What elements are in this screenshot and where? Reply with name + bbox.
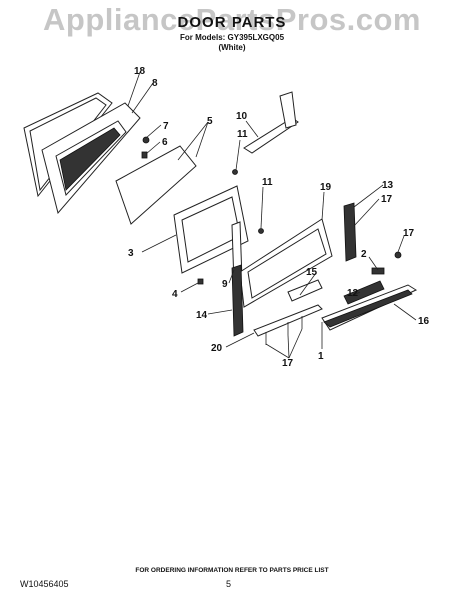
callout-3: 3 (128, 248, 134, 259)
callout-17-bottom: 17 (282, 358, 294, 369)
callout-10: 10 (236, 111, 248, 122)
part-17-screw-group (265, 251, 402, 345)
callout-11-lower: 11 (262, 177, 273, 188)
part-8-inner-door (41, 102, 141, 215)
part-16-door-handle (321, 284, 418, 331)
part-7-screw (142, 136, 150, 144)
callout-13: 13 (382, 180, 394, 191)
callout-17-right: 17 (381, 194, 393, 205)
part-11-screw-lower (258, 228, 264, 234)
page-title: DOOR PARTS (177, 14, 287, 31)
callout-14: 14 (196, 310, 208, 321)
model-line: For Models: GY395LXGQ05 (179, 33, 285, 42)
part-5-glass-outer (115, 145, 197, 225)
callout-11-upper: 11 (237, 129, 248, 140)
callout-18: 18 (134, 66, 146, 77)
callout-4: 4 (172, 289, 178, 300)
part-4-clip (197, 278, 204, 285)
callout-19: 19 (320, 182, 332, 193)
part-12-bracket (343, 280, 385, 305)
callout-7: 7 (163, 121, 169, 132)
callout-20: 20 (211, 343, 223, 354)
part-19-outer-door (239, 218, 333, 308)
color-line: (White) (218, 43, 246, 52)
callout-8: 8 (152, 78, 158, 89)
part-11-screw-upper (232, 169, 238, 175)
callout-1: 1 (318, 351, 324, 362)
part-10-top-trim (243, 91, 299, 154)
callout-16: 16 (418, 316, 430, 327)
callout-9: 9 (222, 279, 228, 290)
callout-6: 6 (162, 137, 168, 148)
callout-12: 12 (347, 288, 359, 299)
watermark: AppliancePartsPros.com (43, 2, 421, 37)
document-number: W10456405 (20, 579, 69, 589)
model-subtitle: For Models: GY395LXGQ05 (White) (0, 33, 464, 53)
ordering-info: FOR ORDERING INFORMATION REFER TO PARTS … (135, 567, 329, 574)
page-number: 5 (226, 579, 232, 589)
callout-5: 5 (207, 116, 213, 127)
part-2-clip (371, 267, 385, 275)
part-6-clip (141, 151, 148, 159)
callout-15: 15 (306, 267, 318, 278)
part-15-bracket (287, 279, 323, 302)
part-20-bottom-trim (253, 304, 323, 337)
part-13-side-trim (343, 202, 357, 262)
callout-17-far-right: 17 (403, 228, 415, 239)
callout-2: 2 (361, 249, 367, 260)
part-14-side-trim (231, 264, 244, 337)
